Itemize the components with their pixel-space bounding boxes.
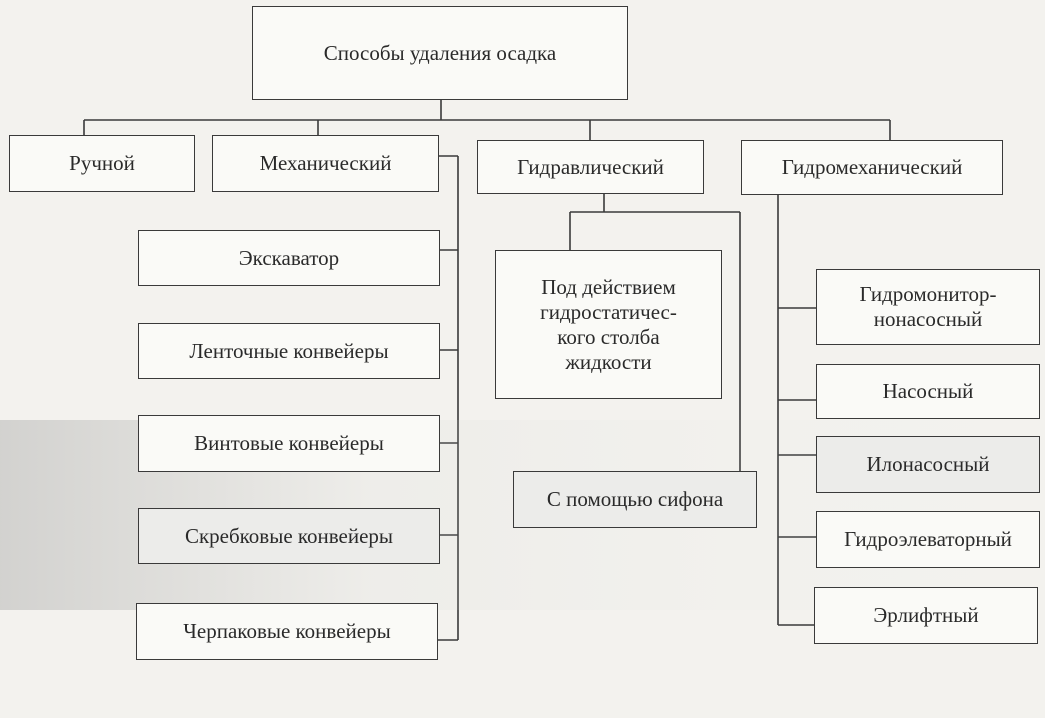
category-hydromechanical: Гидромеханический xyxy=(741,140,1003,195)
hydraulic-item-siphon: С помощью сифона xyxy=(513,471,757,528)
root-node: Способы удаления осадка xyxy=(252,6,628,100)
mechanical-item-label: Ленточные конвейеры xyxy=(189,338,389,363)
mechanical-item-belt-conveyors: Ленточные конвейеры xyxy=(138,323,440,379)
hydromechanical-item-label: Гидромонитор- нонасосный xyxy=(859,282,997,331)
category-hydromechanical-label: Гидромеханический xyxy=(781,155,963,179)
mechanical-item-bucket-conveyors: Черпаковые конвейеры xyxy=(136,603,438,660)
hydromechanical-item-pump: Насосный xyxy=(816,364,1040,419)
root-label: Способы удаления осадка xyxy=(323,40,557,65)
hydromechanical-item-airlift: Эрлифтный xyxy=(814,587,1038,644)
hydromechanical-item-hydroelevator: Гидроэлеваторный xyxy=(816,511,1040,568)
category-hydraulic-label: Гидравлический xyxy=(517,154,664,179)
category-hydraulic: Гидравлический xyxy=(477,140,704,194)
mechanical-item-label: Винтовые конвейеры xyxy=(194,431,384,455)
mechanical-item-scraper-conveyors: Скребковые конвейеры xyxy=(138,508,440,564)
mechanical-item-excavator: Экскаватор xyxy=(138,230,440,286)
category-manual-label: Ручной xyxy=(69,151,135,175)
category-mechanical-label: Механический xyxy=(259,151,392,175)
hydromechanical-item-label: Эрлифтный xyxy=(873,603,979,627)
hydromechanical-item-sludge-pump: Илонасосный xyxy=(816,436,1040,493)
hydromechanical-item-label: Насосный xyxy=(882,379,974,403)
mechanical-item-label: Черпаковые конвейеры xyxy=(183,619,391,643)
hydromechanical-item-label: Илонасосный xyxy=(866,452,990,476)
mechanical-item-label: Экскаватор xyxy=(238,245,340,270)
hydromechanical-item-hydromonitor-pump: Гидромонитор- нонасосный xyxy=(816,269,1040,345)
hydromechanical-item-label: Гидроэлеваторный xyxy=(844,527,1012,551)
mechanical-item-label: Скребковые конвейеры xyxy=(184,523,394,548)
category-mechanical: Механический xyxy=(212,135,439,192)
category-manual: Ручной xyxy=(9,135,195,192)
hydraulic-item-label: Под действием гидростатичес- кого столба… xyxy=(540,274,677,374)
hydraulic-item-hydrostatic: Под действием гидростатичес- кого столба… xyxy=(495,250,722,399)
hydraulic-item-label: С помощью сифона xyxy=(546,487,724,511)
mechanical-item-screw-conveyors: Винтовые конвейеры xyxy=(138,415,440,472)
